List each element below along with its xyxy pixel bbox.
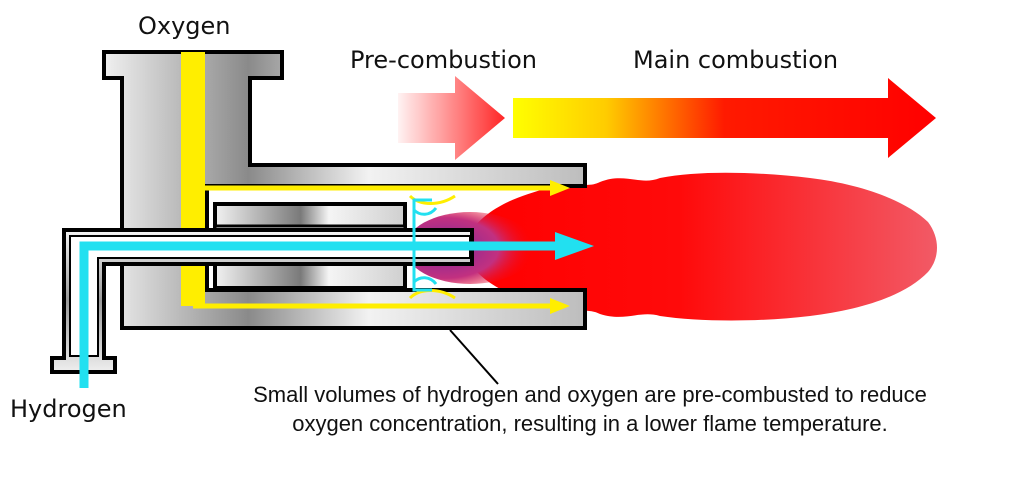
main-combustion-arrow [513,78,936,158]
main-combustion-label: Main combustion [633,46,839,74]
oxygen-label: Oxygen [138,12,231,40]
hydrogen-stream [79,241,560,388]
oxygen-swirl-top [408,194,456,205]
main-flame [470,172,937,321]
caption-line-2: oxygen concentration, resulting in a low… [292,411,888,436]
oxygen-arrow-bottom-icon [550,298,570,314]
hydrogen-injector-bottom [412,262,438,292]
caption: Small volumes of hydrogen and oxygen are… [150,380,1024,438]
hydrogen-arrow-icon [555,232,594,260]
caption-line-1: Small volumes of hydrogen and oxygen are… [253,382,927,407]
caption-leader-line [449,329,499,385]
oxygen-arrow-top-icon [550,180,570,196]
oxygen-stream-vertical [181,52,205,306]
pre-combustion-arrow [398,76,505,160]
hydrogen-injector-top [412,198,438,228]
pre-combustion-label: Pre-combustion [350,46,537,74]
hydrogen-label: Hydrogen [10,395,127,423]
